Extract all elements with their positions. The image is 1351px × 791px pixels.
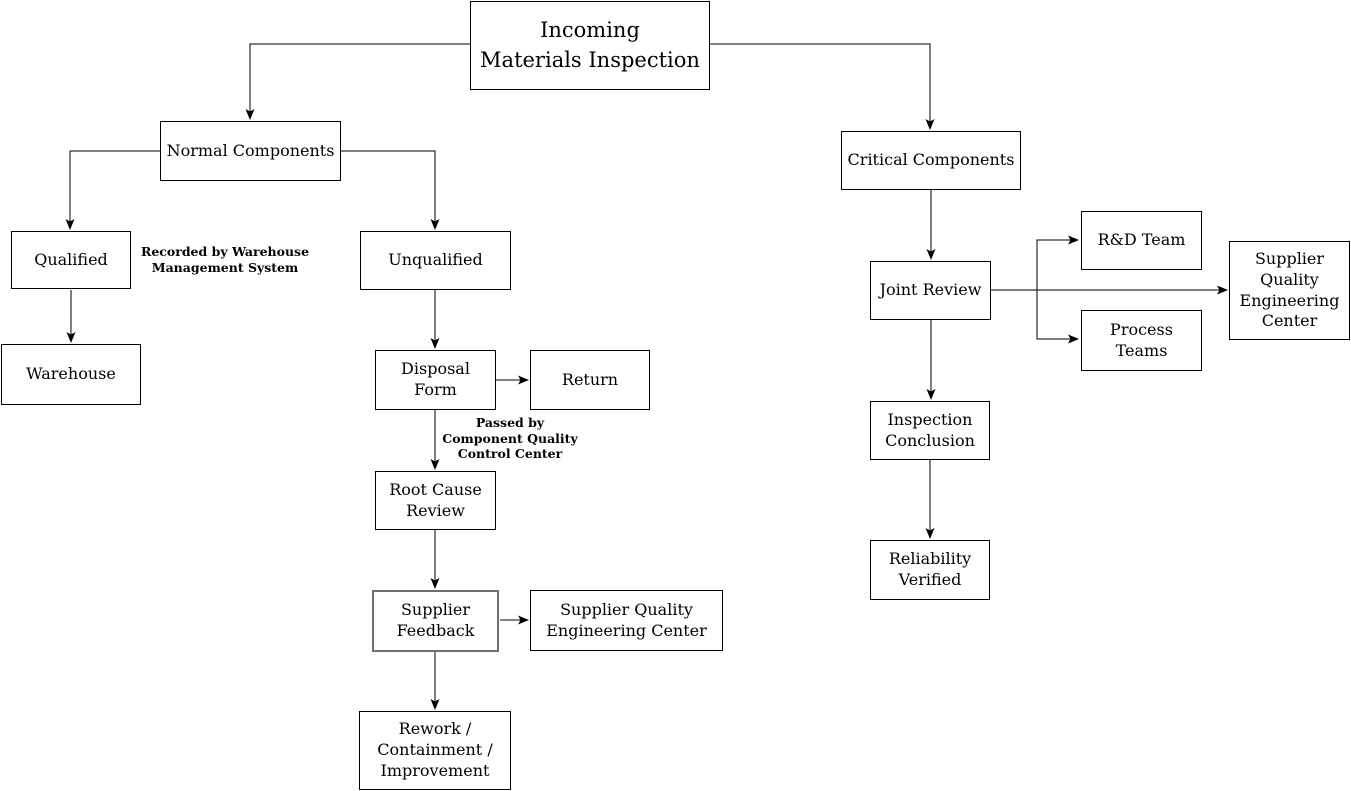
node-disposal-form: Disposal Form: [375, 350, 496, 410]
annotation-recorded-by-warehouse: Recorded by Warehouse Management System: [140, 244, 310, 275]
node-joint-review: Joint Review: [870, 261, 991, 320]
node-reliability-verified: Reliability Verified: [870, 540, 990, 600]
edge-normal-unqualified: [341, 150, 440, 230]
edge-jointreview-processteams: [1036, 290, 1079, 344]
node-return: Return: [530, 350, 650, 410]
node-incoming-materials-inspection: Incoming Materials Inspection: [470, 1, 710, 90]
node-critical-components: Critical Components: [841, 131, 1021, 190]
node-rework-containment-improvement: Rework / Containment / Improvement: [359, 711, 511, 790]
node-normal-components: Normal Components: [160, 121, 341, 181]
node-supplier-quality-engineering-center-right: Supplier Quality Engineering Center: [1229, 241, 1350, 340]
edge-incoming-critical: [710, 43, 935, 130]
node-inspection-conclusion: Inspection Conclusion: [870, 401, 990, 460]
edge-incoming-normal: [245, 43, 470, 120]
edge-jointreview-rdteam: [1036, 235, 1079, 290]
node-process-teams: Process Teams: [1081, 310, 1202, 371]
edge-normal-qualified: [65, 150, 160, 230]
node-warehouse: Warehouse: [1, 344, 141, 405]
node-supplier-quality-engineering-center-left: Supplier Quality Engineering Center: [530, 590, 723, 651]
node-supplier-feedback: Supplier Feedback: [372, 590, 499, 652]
node-root-cause-review: Root Cause Review: [375, 471, 496, 530]
node-rd-team: R&D Team: [1081, 211, 1202, 270]
node-unqualified: Unqualified: [360, 231, 511, 290]
node-qualified: Qualified: [11, 231, 131, 289]
annotation-passed-by-cqcc: Passed by Component Quality Control Cent…: [442, 415, 578, 462]
